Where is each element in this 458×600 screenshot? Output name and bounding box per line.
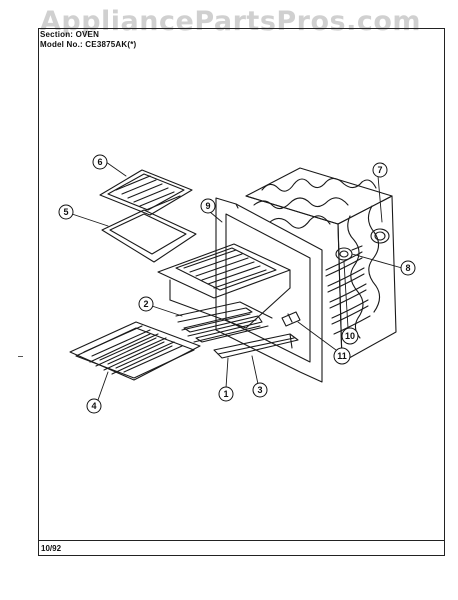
footer-rule: [38, 540, 445, 541]
oven-rack: [69, 321, 201, 381]
broil-drawer: [157, 243, 291, 329]
leader-lines: [71, 161, 403, 401]
bake-element: [213, 333, 299, 359]
callout-3-label: 3: [257, 385, 262, 395]
callout-2: 2: [138, 296, 154, 312]
oven-front-frame: [215, 197, 323, 383]
callout-2-label: 2: [143, 299, 148, 309]
element-bracket: [281, 311, 301, 327]
callout-7-label: 7: [377, 165, 382, 175]
model-label: Model No.: CE3875AK(*): [40, 40, 137, 49]
callout-8-label: 8: [405, 263, 410, 273]
callout-11-label: 11: [337, 351, 347, 361]
callout-1-label: 1: [223, 389, 228, 399]
callout-group: 6 5 2 4 1 3 9 7: [58, 154, 416, 414]
callout-7: 7: [372, 162, 388, 178]
callout-6: 6: [92, 154, 108, 170]
broil-pan: [101, 209, 197, 263]
callout-5-label: 5: [63, 207, 68, 217]
callout-11: 11: [333, 347, 351, 365]
broil-pan-insert: [99, 169, 193, 216]
oven-cavity: [245, 167, 397, 363]
callout-9-label: 9: [205, 201, 210, 211]
broil-element: [175, 301, 273, 343]
callout-1: 1: [218, 386, 234, 402]
callout-10-label: 10: [345, 331, 355, 341]
callout-9: 9: [200, 198, 216, 214]
callout-8: 8: [400, 260, 416, 276]
callout-3: 3: [252, 382, 268, 398]
watermark-text: AppliancePartsPros.com: [40, 6, 422, 37]
callout-6-label: 6: [97, 157, 102, 167]
diagram-frame: [38, 28, 445, 556]
callout-5: 5: [58, 204, 74, 220]
callout-4: 4: [86, 398, 102, 414]
section-label: Section: OVEN: [40, 30, 100, 39]
margin-tick: [18, 356, 23, 357]
revision-date: 10/92: [41, 544, 62, 553]
callout-4-label: 4: [91, 401, 96, 411]
callout-10: 10: [341, 327, 359, 345]
